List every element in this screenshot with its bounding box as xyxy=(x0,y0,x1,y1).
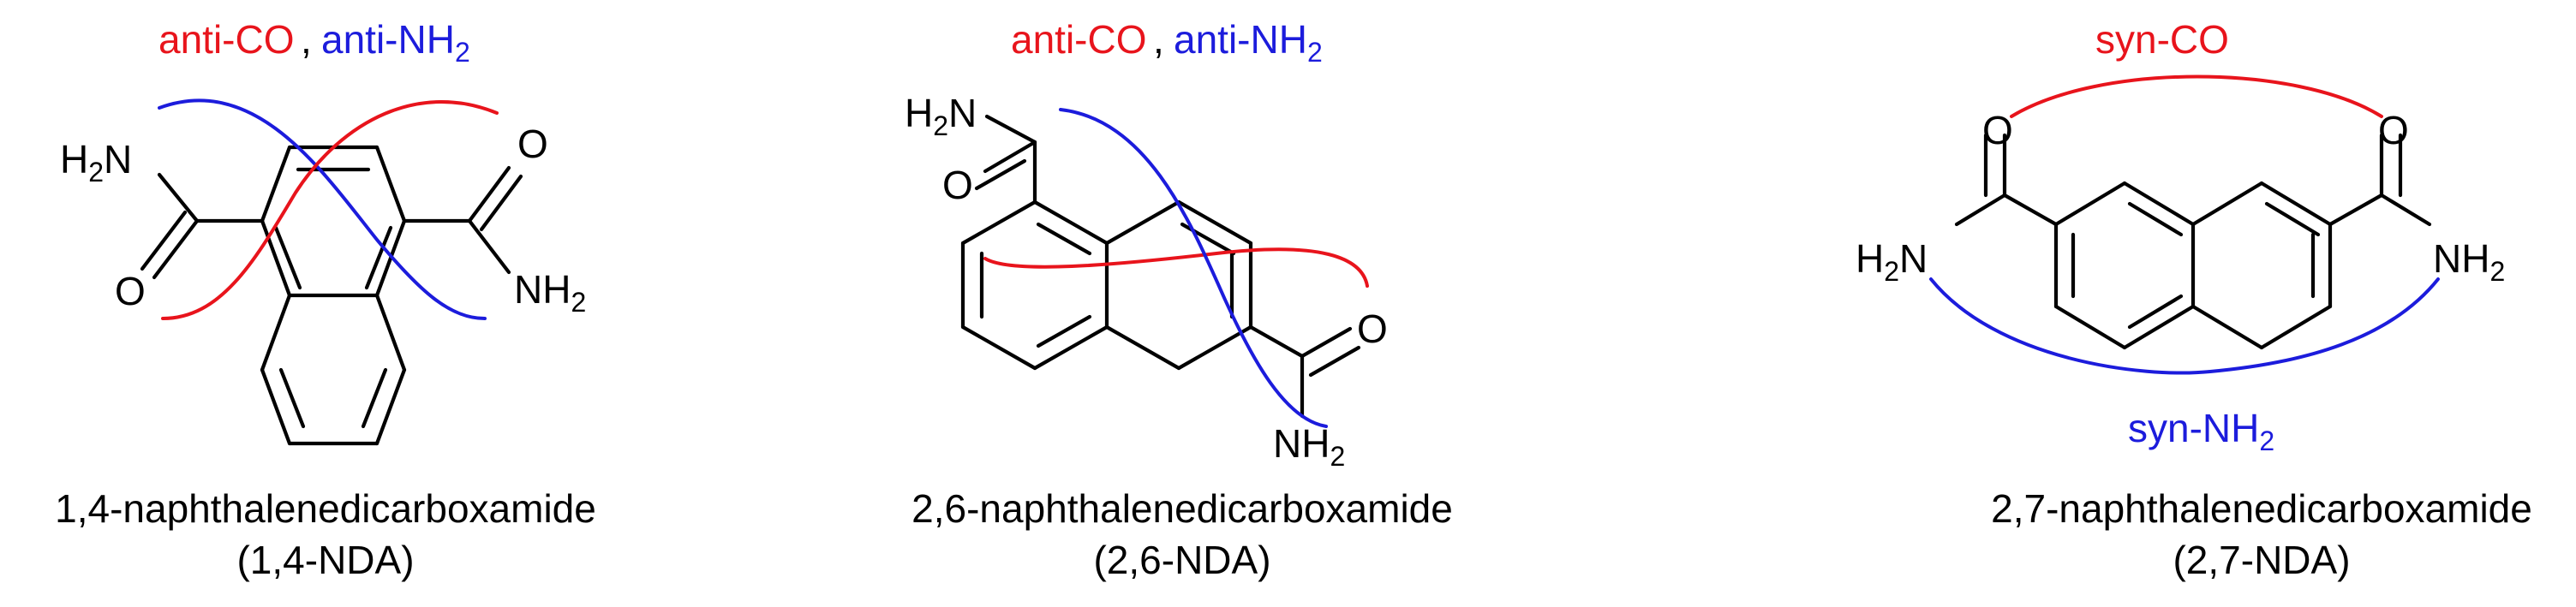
arc-nh2-3 xyxy=(1929,277,2440,375)
structure-1-4-nda xyxy=(140,145,523,446)
atom-amine-right-3: NH2 xyxy=(2433,236,2505,287)
caption-name-1: 1,4-naphthalenedicarboxamide xyxy=(55,486,596,531)
structure-2-6-nda xyxy=(960,114,1361,419)
arc-co-2 xyxy=(983,247,1369,288)
atom-amine-bottom-2: NH2 xyxy=(1273,421,1345,472)
arc-nh2-1 xyxy=(158,98,487,320)
caption-name-2: 2,6-naphthalenedicarboxamide xyxy=(911,486,1453,531)
captions: 1,4-naphthalenedicarboxamide (1,4-NDA) 2… xyxy=(55,486,2532,582)
arc-co-1 xyxy=(161,100,499,320)
atom-oxygen-left-2: O xyxy=(942,163,973,207)
atom-oxygen-left-3: O xyxy=(1982,108,2013,152)
label-separator-2: , xyxy=(1153,17,1164,62)
caption-abbr-2: (2,6-NDA) xyxy=(1093,538,1270,582)
atom-oxygen-right-2: O xyxy=(1357,306,1388,351)
label-anti-nh2-1: anti-NH2 xyxy=(321,17,470,68)
atom-oxygen-right-1: O xyxy=(517,122,548,166)
label-anti-co-1: anti-CO xyxy=(158,17,294,62)
atom-amine-left-3: H2N xyxy=(1856,236,1928,287)
molecule-1-4-nda: anti-CO , anti-NH2 xyxy=(60,17,586,446)
label-separator-1: , xyxy=(301,17,312,62)
caption-abbr-3: (2,7-NDA) xyxy=(2173,538,2350,582)
molecule-2-7-nda: syn-CO xyxy=(1856,17,2505,456)
caption-abbr-1: (1,4-NDA) xyxy=(236,538,414,582)
label-anti-nh2-2: anti-NH2 xyxy=(1174,17,1323,68)
caption-name-3: 2,7-naphthalenedicarboxamide xyxy=(1991,486,2532,531)
arc-co-3 xyxy=(2010,74,2383,118)
structure-2-7-nda xyxy=(1954,133,2432,350)
atom-amine-left-1: H2N xyxy=(60,137,132,187)
atom-amine-right-1: NH2 xyxy=(514,267,586,318)
atom-amine-top-2: H2N xyxy=(905,91,977,141)
arc-nh2-2 xyxy=(1059,108,1328,428)
label-syn-nh2-3: syn-NH2 xyxy=(2128,406,2274,456)
label-anti-co-2: anti-CO xyxy=(1011,17,1146,62)
label-syn-co-3: syn-CO xyxy=(2095,17,2229,62)
atom-oxygen-right-3: O xyxy=(2378,108,2409,152)
atom-oxygen-left-1: O xyxy=(115,269,146,313)
molecule-2-6-nda: anti-CO , anti-NH2 xyxy=(905,17,1388,472)
